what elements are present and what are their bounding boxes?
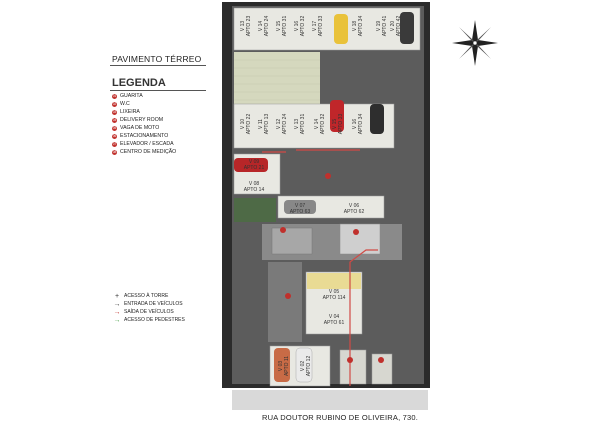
legend-number-badge: 08 — [112, 149, 117, 155]
site-plan: V 13APTO 23 V 14APTO 24 V 15APTO 31 V 16APT… — [222, 2, 430, 410]
legend-number-badge: 03 — [112, 109, 117, 115]
car-grey-icon — [284, 200, 316, 214]
parking-space-label: V 16APTO 34 — [352, 114, 364, 135]
car-white-icon — [295, 347, 313, 383]
car-icons — [234, 12, 414, 383]
parking-space-label: V 11APTO 13 — [258, 114, 270, 135]
access-legend-item: →ENTRADA DE VEÍCULOS — [112, 300, 183, 308]
car-red-side-icon — [234, 158, 268, 172]
parking-space-label: V 18APTO 34 — [352, 16, 364, 37]
legend-number-badge: 01 — [112, 93, 117, 99]
access-legend-label: SAÍDA DE VEÍCULOS — [124, 309, 174, 315]
parking-space-label: V 15APTO 31 — [276, 16, 288, 37]
legend-number-badge: 05 — [112, 125, 117, 131]
legend-item-label: LIXEIRA — [120, 109, 140, 115]
hedge — [234, 198, 276, 222]
parking-row-middle — [233, 103, 395, 149]
stair-area — [268, 262, 302, 342]
access-legend-label: ACESSO DE PEDESTRES — [124, 317, 185, 323]
parking-space-label: V 14APTO 32 — [314, 114, 326, 135]
parking-row-top — [233, 7, 421, 51]
car-dark-icon — [400, 12, 414, 44]
access-legend-label: ACESSO À TORRE — [124, 293, 169, 299]
access-legend-item: →SAÍDA DE VEÍCULOS — [112, 308, 174, 316]
page-title: PAVIMENTO TÉRREO — [112, 54, 202, 64]
parking-space-label: V 12APTO 24 — [276, 114, 288, 135]
legend-item-label: ELEVADOR / ESCADA — [120, 141, 174, 147]
parking-space-label: V 13APTO 23 — [240, 16, 252, 37]
parking-space-label: V 14APTO 24 — [258, 16, 270, 37]
legend-divider — [110, 90, 206, 91]
car-orange-icon — [274, 348, 290, 382]
parking-space-label: V 03APTO 11 — [278, 356, 290, 376]
title-divider — [110, 65, 206, 66]
access-legend-label: ENTRADA DE VEÍCULOS — [124, 301, 183, 307]
access-legend-item: + ACESSO À TORRE — [112, 292, 168, 300]
legend-number-badge: 07 — [112, 141, 117, 147]
parking-space-label: V 17APTO 33 — [312, 16, 324, 37]
parking-space-label: V 15APTO 33 — [332, 114, 344, 135]
car-yellow-icon — [334, 14, 348, 44]
legend-item-label: GUARITA — [120, 93, 143, 99]
legend-item-label: VAGA DE MOTO — [120, 125, 160, 131]
parking-space-label: V 19APTO 41 — [376, 16, 388, 37]
legend-item-label: ESTACIONAMENTO — [120, 133, 169, 139]
access-arrow-icon: → — [113, 300, 121, 308]
sidewalk — [232, 390, 428, 410]
parking-space-label: V 20APTO 42 — [390, 16, 402, 37]
legend-number-badge: 02 — [112, 101, 117, 107]
parking-space-label: V 13APTO 31 — [294, 114, 306, 135]
legend-title: LEGENDA — [112, 77, 166, 89]
parking-space-label: V 16APTO 32 — [294, 16, 306, 37]
guard-house — [339, 349, 367, 385]
space-labels: V 13APTO 23 V 14APTO 24 V 15APTO 31 V 16APT… — [240, 16, 402, 377]
access-arrow-icon: → — [113, 316, 121, 324]
elevator-block — [339, 223, 381, 255]
street-address: RUA DOUTOR RUBINO DE OLIVEIRA, 730. — [262, 413, 419, 422]
access-arrow-icon: + — [114, 292, 120, 300]
pedestrian-access-path — [262, 149, 378, 386]
access-legend-item: →ACESSO DE PEDESTRES — [112, 316, 185, 324]
paver-area — [234, 52, 320, 104]
legend-number-badge: 06 — [112, 133, 117, 139]
legend-number-badge: 04 — [112, 117, 117, 123]
parking-space-label: V 02APTO 12 — [300, 356, 312, 377]
access-arrow-icon: → — [113, 308, 121, 316]
compass-rose-icon — [452, 20, 498, 66]
legend-item-label: CENTRO DE MEDIÇÃO — [120, 149, 177, 155]
legend-item-label: DELIVERY ROOM — [120, 117, 164, 123]
room-markers — [280, 173, 384, 363]
car-black-icon — [370, 104, 384, 134]
car-red-icon — [330, 100, 344, 132]
legend-item-label: W.C — [120, 101, 130, 107]
parking-space-label: V 10APTO 22 — [240, 114, 252, 135]
